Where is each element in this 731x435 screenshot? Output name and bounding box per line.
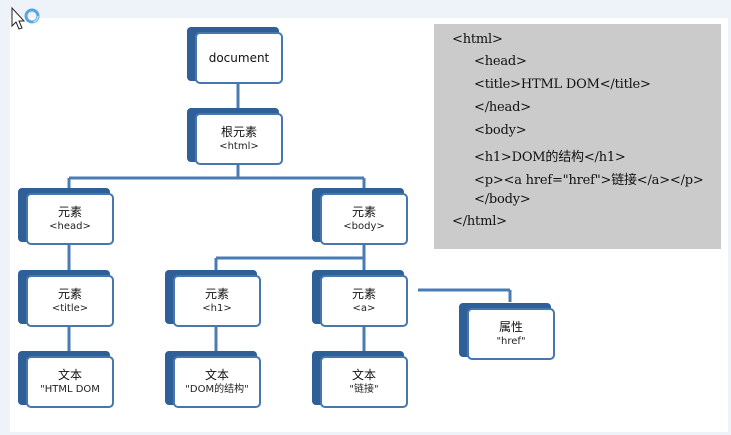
- node-text-title-value: "HTML DOM: [40, 384, 100, 395]
- node-a-tag: <a>: [352, 303, 376, 314]
- code-line-html-close: </html>: [452, 214, 507, 229]
- node-title-tag: <title>: [51, 303, 89, 314]
- node-text-h1-label: 文本: [204, 368, 229, 382]
- node-h1-element: 元素 <h1>: [165, 270, 263, 330]
- node-h1-label: 元素: [204, 287, 229, 301]
- node-text-title-label: 文本: [57, 368, 82, 382]
- node-body-label: 元素: [351, 205, 376, 219]
- node-text-title: 文本 "HTML DOM: [18, 351, 116, 411]
- node-head-label: 元素: [57, 205, 82, 219]
- html-source-panel: <html> <head> <title>HTML DOM</title> </…: [434, 24, 721, 249]
- node-root-element: 根元素 <html>: [187, 108, 285, 168]
- node-text-a-label: 文本: [351, 368, 376, 382]
- node-title-label: 元素: [57, 287, 82, 301]
- node-href-attribute: 属性 "href": [459, 303, 557, 363]
- node-attr-value: "href": [496, 336, 526, 347]
- node-root-label: 根元素: [220, 125, 257, 139]
- code-line-body-open: <body>: [474, 123, 527, 138]
- node-text-a-value: "链接": [349, 384, 379, 395]
- node-head-tag: <head>: [49, 221, 91, 232]
- node-a-element: 元素 <a>: [312, 270, 410, 330]
- node-document-label: document: [208, 51, 270, 65]
- node-text-a: 文本 "链接": [312, 351, 410, 411]
- node-text-h1: 文本 "DOM的结构": [165, 351, 263, 411]
- code-line-html-open: <html>: [452, 32, 503, 47]
- node-body-element: 元素 <body>: [312, 188, 410, 248]
- code-line-paragraph-link: <p><a href="href">链接</a></p>: [474, 173, 704, 188]
- node-head-element: 元素 <head>: [18, 188, 116, 248]
- node-a-label: 元素: [351, 287, 376, 301]
- node-root-tag: <html>: [219, 141, 259, 152]
- code-line-body-close: </body>: [474, 192, 531, 207]
- code-line-head-close: </head>: [474, 100, 531, 115]
- node-attr-label: 属性: [498, 320, 523, 334]
- code-line-title: <title>HTML DOM</title>: [474, 77, 651, 92]
- code-line-head-open: <head>: [474, 54, 527, 69]
- cursor-busy-icon: [11, 6, 40, 30]
- node-text-h1-value: "DOM的结构": [185, 384, 249, 395]
- node-h1-tag: <h1>: [202, 303, 232, 314]
- node-body-tag: <body>: [343, 221, 385, 232]
- code-line-h1: <h1>DOM的结构</h1>: [474, 150, 626, 165]
- node-title-element: 元素 <title>: [18, 270, 116, 330]
- node-document: document: [187, 27, 285, 87]
